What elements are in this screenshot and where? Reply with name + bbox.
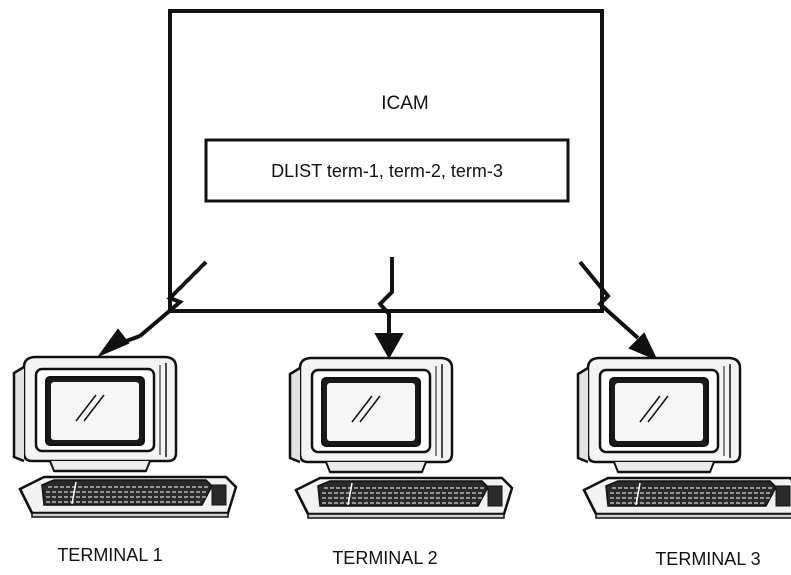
terminal-3: TERMINAL 3 <box>576 356 791 569</box>
terminal-2: TERMINAL 2 <box>288 356 514 568</box>
terminal-computer-icon <box>12 355 238 519</box>
link-arrow-terminal-3 <box>578 260 659 361</box>
link-arrow-terminal-2 <box>374 257 404 360</box>
icam-host-title: ICAM <box>381 93 429 114</box>
terminal-1-label: TERMINAL 1 <box>57 545 162 565</box>
terminal-2-label: TERMINAL 2 <box>332 548 437 568</box>
terminal-computer-icon <box>288 356 514 520</box>
dlist-command-text: DLIST term-1, term-2, term-3 <box>271 161 503 181</box>
terminal-1: TERMINAL 1 <box>12 355 238 565</box>
terminal-computer-icon <box>576 356 791 520</box>
terminal-3-label: TERMINAL 3 <box>655 549 760 569</box>
dlist-command-box <box>204 138 570 203</box>
link-arrow-terminal-1 <box>97 260 208 358</box>
